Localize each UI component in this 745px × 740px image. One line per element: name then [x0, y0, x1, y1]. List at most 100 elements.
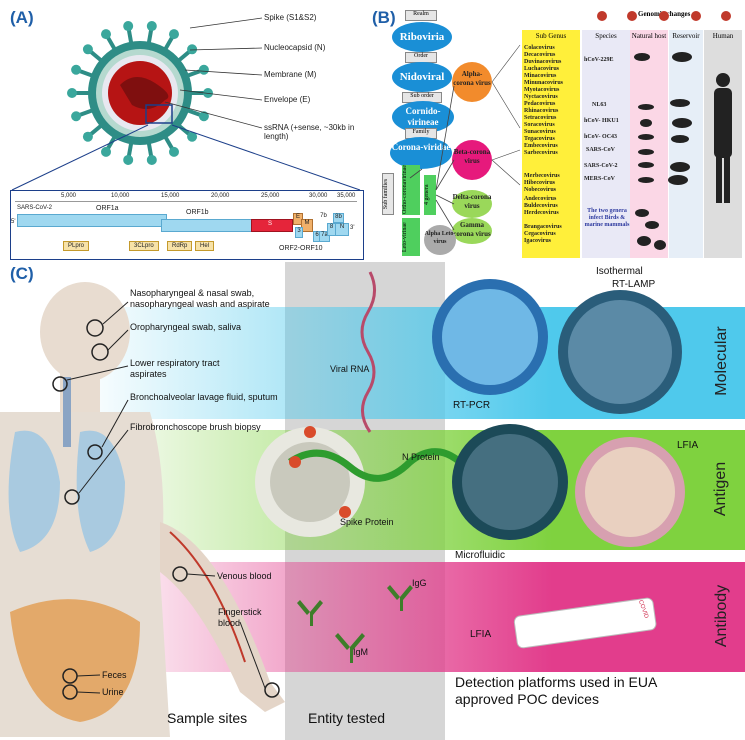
genome-tick-6: 30,000 [309, 193, 328, 199]
spike-head-mark [169, 29, 179, 40]
subgenus-item: Andecovirus [524, 196, 557, 202]
gene-m-label: M [304, 220, 310, 226]
spike-head-mark [198, 64, 209, 75]
human-body-illustration [0, 282, 285, 737]
subgenus-item: Minacovirus [524, 73, 557, 79]
entity-illustrations [255, 271, 473, 663]
spike-head-mark [67, 88, 77, 98]
species-nl63: NL63 [592, 102, 607, 108]
subgenus-item: Tegacovirus [524, 136, 555, 142]
col-host-head: Natural host [631, 32, 667, 40]
gene-orf1b [161, 219, 255, 232]
platform-illustrations [432, 279, 685, 649]
spike-head-mark [71, 111, 82, 122]
genome-tick-1: 5,000 [61, 193, 77, 199]
subgenus-item: Embecovirus [524, 143, 558, 149]
subgenus-item: Pedacovirus [524, 101, 556, 107]
virus-illustration [67, 21, 213, 165]
genome-map: 5,000 10,000 15,000 20,000 25,000 30,000… [10, 190, 364, 260]
alpha-subgenera-list: Colacovirus Decacovirus Duvinacovirus Lu… [524, 45, 580, 150]
genome-tick-7: 35,000 [337, 193, 356, 199]
subgenus-item: Decacovirus [524, 52, 556, 58]
sample-fingerstick-blood: Fingerstick blood [218, 607, 262, 628]
species-mers: MERS-CoV [584, 176, 615, 182]
genus-gamma: Gamma corona virus [452, 218, 492, 244]
label-3prime: 3' [350, 225, 355, 231]
panel-b-label: (B) [372, 8, 396, 27]
spike-head-mark [82, 131, 93, 142]
label-ssrna: ssRNA (+sense, ~30kb in length) [264, 123, 355, 141]
subgenus-item: Duvinacovirus [524, 59, 562, 65]
entity-igg: IgG [412, 578, 427, 588]
subgenus-item: Nobecovirus [524, 187, 556, 193]
subgenus-item: Soracovirus [524, 122, 555, 128]
bottom-title-detection-platforms: Detection platforms used in EUA approved… [455, 674, 657, 707]
label-5prime: 5' [11, 219, 16, 225]
platform-lfia-antigen: LFIA [677, 440, 699, 451]
genus-alpha: Alpha-corona virus [452, 62, 492, 102]
sample-fibrobronchoscope: Fibrobronchoscope brush biopsy [130, 422, 261, 432]
spike-head-mark [187, 44, 198, 55]
subgenus-item: Minunacovirus [524, 80, 564, 86]
gene-3: 3 [295, 227, 303, 238]
gene-s-label: S [268, 221, 273, 227]
spike-head-mark [101, 29, 111, 40]
subgenus-item: Setracovirus [524, 115, 557, 121]
label-envelope: Envelope (E) [264, 95, 311, 104]
label-nucleocapsid: Nucleocapsid (N) [264, 43, 326, 52]
platform-lfia-antibody: LFIA [470, 629, 492, 640]
subgenus-item: Sarbecovirus [524, 150, 558, 156]
sample-venous-blood: Venous blood [217, 571, 272, 581]
virus-icons-row [597, 11, 731, 21]
panel-c: Molecular Antigen Antibody (C) Nasophary… [0, 262, 745, 740]
spike-head-mark [71, 64, 82, 75]
gene-8b: 8b [333, 213, 344, 223]
label-orf1a: ORF1a [96, 205, 119, 212]
col-host [630, 30, 668, 258]
entity-viral-rna: Viral RNA [330, 364, 370, 374]
gene-7b: 7b [320, 213, 327, 219]
label-spike: Spike (S1&S2) [264, 13, 317, 22]
platform-rt-pcr: RT-PCR [453, 400, 491, 411]
gene-n-label: N [339, 224, 345, 230]
sample-bronchoalveolar: Bronchoalveolar lavage fluid, sputum [130, 392, 278, 402]
entity-spike-protein: Spike Protein [340, 517, 394, 527]
label-orf2-orf10: ORF2-ORF10 [279, 245, 323, 252]
gene-s: S [251, 219, 293, 232]
label-membrane: Membrane (M) [264, 70, 317, 79]
protein-rdrp: RdRp [167, 241, 193, 251]
subgenus-item: Rhinacovirus [524, 108, 559, 114]
protein-plpro: PLpro [63, 241, 90, 251]
panel-c-label: (C) [10, 264, 34, 283]
subgenus-item: Sunacovirus [524, 129, 556, 135]
subgenus-item: Cegacovirus [524, 231, 556, 237]
platform-rt-lamp: RT-LAMP [612, 279, 656, 290]
panel-a: (A) Spike (S1&S2) Nucleocapsid (N) Membr… [0, 0, 372, 262]
genus-delta: Delta-corona virus [452, 190, 492, 218]
genus-beta: Beta-corona virus [452, 140, 492, 180]
spike-head-mark [203, 88, 213, 98]
subgenus-item: Brangacovirus [524, 224, 562, 230]
sample-feces: Feces [102, 670, 127, 680]
subgenus-item: Luchacovirus [524, 66, 560, 72]
col-subgenus-head: Sub Genus [535, 32, 567, 40]
genome-tick-3: 15,000 [161, 193, 180, 199]
species-oc43: hCoV- OC43 [584, 134, 618, 140]
taxon-riboviria: Riboviria [392, 22, 452, 52]
spike-head-mark [82, 44, 93, 55]
spike-head-mark [146, 21, 157, 32]
bottom-title-entity-tested: Entity tested [308, 710, 386, 726]
gene-e-label: E [295, 214, 300, 220]
genome-name: SARS-CoV-2 [17, 205, 53, 211]
subgenus-item: Hibecovirus [524, 180, 555, 186]
gene-m: M [301, 219, 313, 232]
genome-tick-5: 25,000 [261, 193, 280, 199]
band-label-antibody: Antibody [713, 584, 730, 648]
band-label-antigen: Antigen [712, 461, 729, 517]
delta-subgenera-list: Andecovirus Buldecovirus Herdecovirus [524, 196, 580, 217]
species-hku1: hCoV- HKU1 [584, 118, 619, 124]
sample-lower-respiratory: Lower respiratory tract aspirates [130, 358, 220, 379]
spike-head-mark [198, 111, 209, 122]
species-229e: hCoV-229E [584, 57, 614, 63]
species-sars: SARS-CoV [586, 147, 616, 153]
